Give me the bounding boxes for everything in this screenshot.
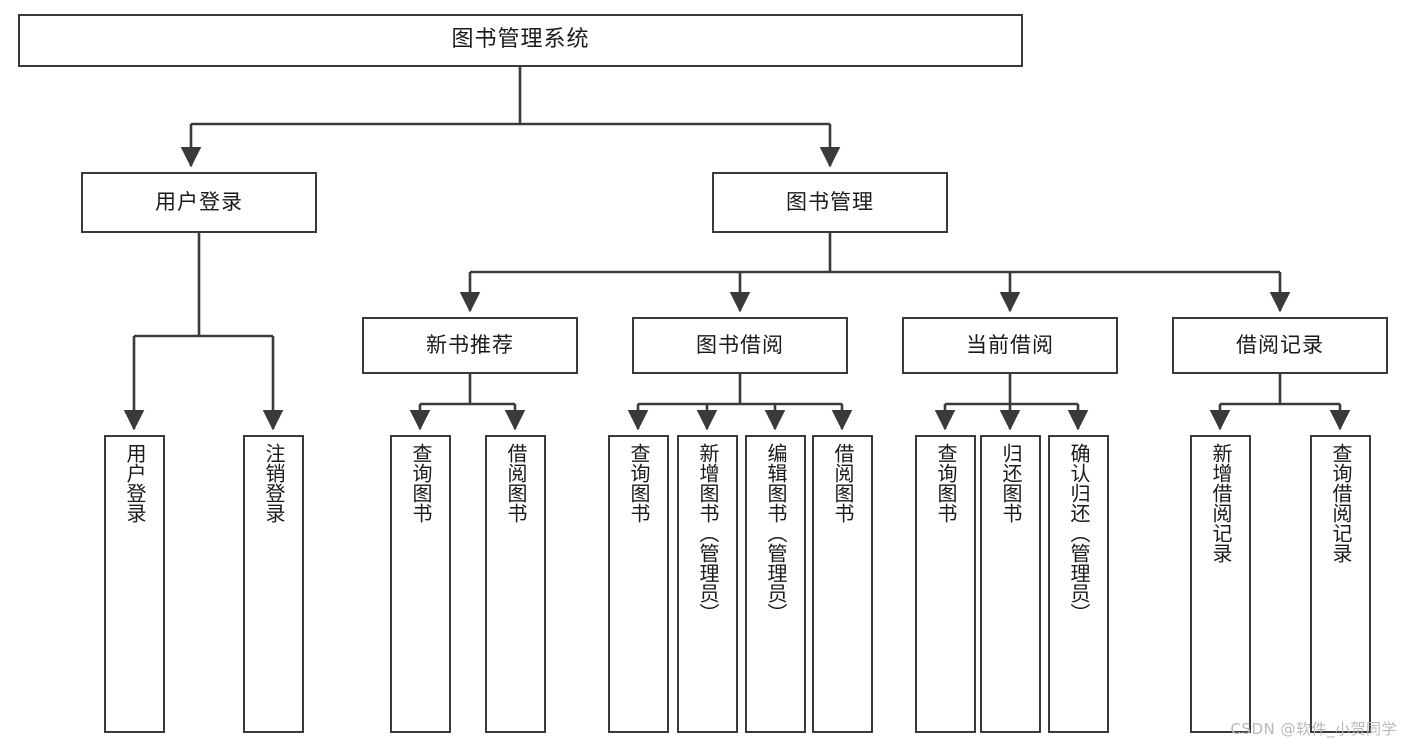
leaf-book-borrow-edit-book-admin[interactable]: 编辑图书（管理员） (745, 435, 806, 733)
leaf-book-borrow-query-books[interactable]: 查询图书 (608, 435, 669, 733)
leaf-book-borrow-add-book-admin[interactable]: 新增图书（管理员） (677, 435, 738, 733)
leaf-current-borrow-query-books[interactable]: 查询图书 (915, 435, 976, 733)
node-book-borrowing[interactable]: 图书借阅 (632, 317, 848, 374)
leaf-user-login-login[interactable]: 用户登录 (104, 435, 165, 733)
node-label: 查询借阅记录 (1329, 443, 1353, 563)
node-label: 新增借阅记录 (1209, 443, 1233, 563)
leaf-new-book-borrow-books[interactable]: 借阅图书 (485, 435, 546, 733)
node-label: 当前借阅 (966, 332, 1054, 357)
node-label: 借阅图书 (504, 443, 528, 523)
node-label: 编辑图书（管理员） (764, 443, 788, 623)
node-label: 查询图书 (934, 443, 958, 523)
node-label: 注销登录 (262, 443, 286, 523)
node-label: 图书借阅 (696, 332, 784, 357)
node-new-book-recommendation[interactable]: 新书推荐 (362, 317, 578, 374)
node-label: 用户登录 (123, 443, 147, 523)
node-label: 确认归还（管理员） (1067, 443, 1091, 623)
leaf-current-borrow-return-books[interactable]: 归还图书 (980, 435, 1041, 733)
node-borrowing-record[interactable]: 借阅记录 (1172, 317, 1388, 374)
leaf-current-borrow-confirm-return-admin[interactable]: 确认归还（管理员） (1048, 435, 1109, 733)
node-label: 归还图书 (999, 443, 1023, 523)
leaf-book-borrow-borrow-books[interactable]: 借阅图书 (812, 435, 873, 733)
node-label: 查询图书 (627, 443, 651, 523)
node-book-management[interactable]: 图书管理 (712, 172, 948, 233)
node-label: 查询图书 (409, 443, 433, 523)
csdn-watermark: CSDN @软件_小贺同学 (1230, 720, 1397, 738)
node-label: 新书推荐 (426, 332, 514, 357)
leaf-new-book-query-books[interactable]: 查询图书 (390, 435, 451, 733)
node-label: 用户登录 (155, 189, 243, 214)
leaf-borrow-record-add-record[interactable]: 新增借阅记录 (1190, 435, 1251, 733)
node-label: 借阅记录 (1236, 332, 1324, 357)
node-root-book-management-system[interactable]: 图书管理系统 (18, 14, 1023, 67)
node-user-login[interactable]: 用户登录 (81, 172, 317, 233)
node-label: 图书管理系统 (451, 27, 590, 53)
leaf-user-login-logout[interactable]: 注销登录 (243, 435, 304, 733)
node-label: 借阅图书 (831, 443, 855, 523)
leaf-borrow-record-query-record[interactable]: 查询借阅记录 (1310, 435, 1371, 733)
node-current-borrowing[interactable]: 当前借阅 (902, 317, 1118, 374)
node-label: 新增图书（管理员） (696, 443, 720, 623)
node-label: 图书管理 (786, 189, 874, 214)
